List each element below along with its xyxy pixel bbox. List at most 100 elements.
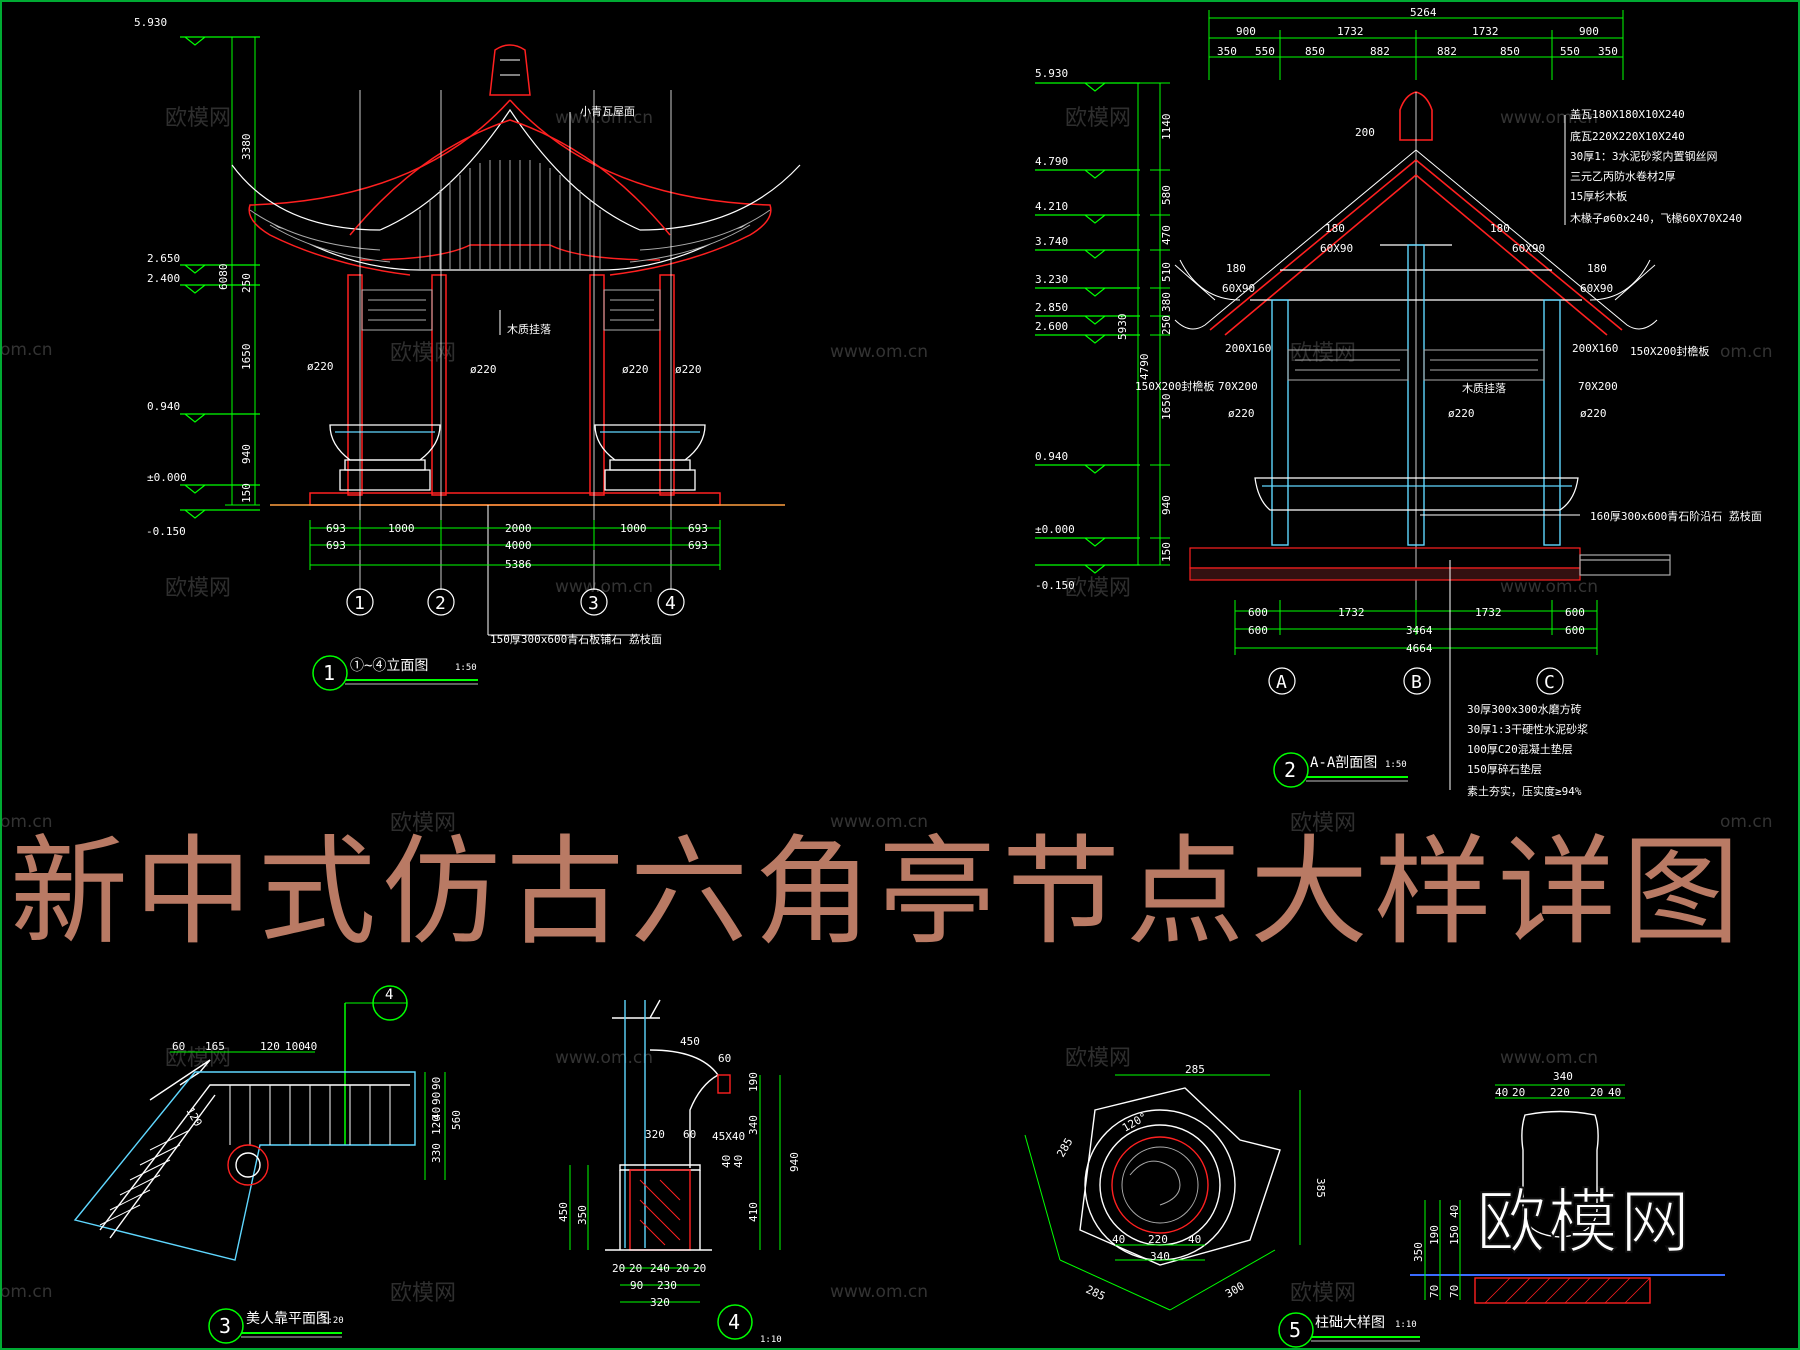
dim-label: 100 bbox=[285, 1040, 305, 1053]
level-label: 4.210 bbox=[1035, 200, 1068, 213]
section-label: 180 bbox=[1226, 262, 1246, 275]
roof-note: 底瓦220X220X10X240 bbox=[1570, 129, 1685, 143]
dim-label: 60 bbox=[683, 1128, 696, 1141]
dim-label: 600 bbox=[1565, 624, 1585, 637]
dim-label: 20 bbox=[1590, 1086, 1603, 1099]
dim-label: 340 bbox=[1553, 1070, 1573, 1083]
note-col: ø220 bbox=[622, 363, 649, 376]
column-base-plan-dims bbox=[1024, 1074, 1301, 1311]
dim-label: 550 bbox=[1560, 45, 1580, 58]
view-number: 5 bbox=[1289, 1318, 1301, 1342]
watermark-cn: 欧模网 bbox=[165, 106, 231, 131]
dim-label: 150 bbox=[240, 483, 253, 503]
dim-label: 693 bbox=[326, 539, 346, 552]
dim-label: 20 bbox=[693, 1262, 706, 1275]
dim-label: 320 bbox=[650, 1296, 670, 1309]
watermark-cn: 欧模网 bbox=[1065, 106, 1131, 131]
axis-label: 1 bbox=[354, 593, 365, 614]
dim-label: 60 bbox=[172, 1040, 185, 1053]
axis-label: B bbox=[1411, 672, 1422, 693]
roof-note: 木椽子ø60x240，飞椽60X70X240 bbox=[1570, 212, 1742, 225]
dim-label: 350 bbox=[1412, 1242, 1425, 1262]
ground-note: 150厚碎石垫层 bbox=[1467, 762, 1542, 776]
dim-label: 285 bbox=[1185, 1063, 1205, 1076]
bench-plan-dims bbox=[170, 1051, 446, 1180]
watermark-url: om.cn bbox=[0, 812, 53, 832]
section-label: 70X200 bbox=[1578, 380, 1618, 393]
section-view: 5264 900 1732 1732 900 350 550 850 882 8… bbox=[1035, 6, 1762, 798]
elevation-fretwork bbox=[361, 289, 661, 331]
section-label: 60X90 bbox=[1222, 282, 1255, 295]
view-number: 1 bbox=[323, 661, 335, 685]
watermark-cn: 欧模网 bbox=[165, 576, 231, 601]
section-label: 160厚300x600青石阶沿石 荔枝面 bbox=[1590, 509, 1762, 523]
view-label: 美人靠平面图 bbox=[246, 1311, 330, 1327]
section-label: 200 bbox=[1355, 126, 1375, 139]
watermark-url: www.om.cn bbox=[830, 342, 928, 362]
level-label: 0.940 bbox=[1035, 450, 1068, 463]
section-label: 200X160 bbox=[1225, 342, 1271, 355]
bench-plan-marker bbox=[344, 985, 408, 1145]
watermark-cn: 欧模网 bbox=[1290, 1281, 1356, 1306]
view-number: 4 bbox=[728, 1310, 740, 1334]
dim-label: 285 bbox=[1054, 1136, 1075, 1160]
note-col: ø220 bbox=[307, 360, 334, 373]
elevation-bottom-dims bbox=[309, 520, 721, 570]
section-label: 70X200 bbox=[1218, 380, 1258, 393]
note-col: ø220 bbox=[675, 363, 702, 376]
dim-label: 190 bbox=[1428, 1225, 1441, 1245]
note-hang: 木质挂落 bbox=[507, 322, 551, 336]
dim-label: 40 bbox=[1188, 1233, 1201, 1246]
dim-label: 850 bbox=[1500, 45, 1520, 58]
view-title-3 bbox=[208, 1308, 342, 1344]
ground-note: 30厚300x300水磨方砖 bbox=[1467, 702, 1582, 716]
dim-label: 600 bbox=[1248, 624, 1268, 637]
dim-label: 40 bbox=[732, 1155, 745, 1168]
roof-note: 30厚1：3水泥砂浆内置钢丝网 bbox=[1570, 149, 1718, 163]
section-ground bbox=[1189, 547, 1671, 581]
dim-label: 693 bbox=[326, 522, 346, 535]
dim-label: 4664 bbox=[1406, 642, 1433, 655]
dim-label: 120 bbox=[430, 1115, 443, 1135]
watermark-url: om.cn bbox=[0, 1282, 53, 1302]
watermark-cn: 欧模网 bbox=[1290, 341, 1356, 366]
view-title-5 bbox=[1278, 1312, 1420, 1348]
dim-label: 350 bbox=[1598, 45, 1618, 58]
dim-label: 20 bbox=[676, 1262, 689, 1275]
dim-label: 250 bbox=[240, 273, 253, 293]
column-base-elevation-dims bbox=[1424, 1084, 1625, 1300]
section-label: ø220 bbox=[1228, 407, 1255, 420]
ground-note: 30厚1:3干硬性水泥砂浆 bbox=[1467, 722, 1588, 736]
dim-label: 4790 bbox=[1138, 354, 1151, 381]
bench-detail-dims bbox=[569, 1075, 781, 1303]
brand-logo-text: 欧模网 bbox=[1475, 1180, 1692, 1264]
dim-label: 45X40 bbox=[712, 1130, 745, 1143]
section-fretwork bbox=[1287, 349, 1545, 381]
dim-label: 150 bbox=[1160, 542, 1173, 562]
axis-label: 4 bbox=[665, 593, 676, 614]
dim-label: 1732 bbox=[1472, 25, 1499, 38]
dim-label: 2000 bbox=[505, 522, 532, 535]
ground-note: 素土夯实，压实度≥94% bbox=[1467, 784, 1582, 798]
dim-label: 450 bbox=[557, 1202, 570, 1222]
dim-label: 4000 bbox=[505, 539, 532, 552]
dim-label: 510 bbox=[1160, 262, 1173, 282]
dim-label: 882 bbox=[1437, 45, 1457, 58]
section-label: 木质挂落 bbox=[1462, 381, 1506, 395]
dim-label: 900 bbox=[1579, 25, 1599, 38]
dim-label: 220 bbox=[1148, 1233, 1168, 1246]
bench-detail-view: 450 60 190 340 320 60 45X40 40 40 940 41… bbox=[557, 999, 801, 1345]
dim-label: 940 bbox=[788, 1152, 801, 1172]
elevation-columns bbox=[347, 274, 675, 496]
watermark-cn: 欧模网 bbox=[390, 341, 456, 366]
watermark-url: www.om.cn bbox=[555, 108, 653, 128]
watermark-url: www.om.cn bbox=[1500, 108, 1598, 128]
view-scale: 1:10 bbox=[760, 1335, 782, 1345]
dim-label: 165 bbox=[205, 1040, 225, 1053]
axis-label: A bbox=[1276, 672, 1287, 693]
section-label: 60X90 bbox=[1580, 282, 1613, 295]
dim-label: 90 bbox=[430, 1077, 443, 1090]
dim-label: 550 bbox=[1255, 45, 1275, 58]
dim-label: 1000 bbox=[620, 522, 647, 535]
elevation-vertical-dims bbox=[225, 36, 260, 506]
